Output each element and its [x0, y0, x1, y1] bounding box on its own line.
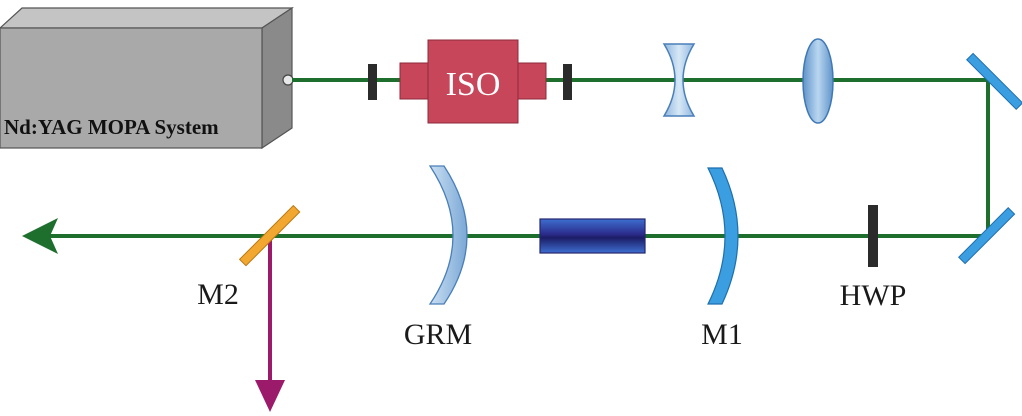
half-wave-plate	[868, 205, 878, 267]
m2-label: M2	[197, 278, 239, 311]
m1-label: M1	[701, 318, 743, 351]
isolator-left-cap	[399, 62, 431, 100]
isolator-right-cap	[515, 62, 547, 100]
convex-lens	[802, 38, 834, 124]
laser-source-box: Nd:YAG MOPA System	[0, 6, 294, 150]
output-beam-arrow-icon	[255, 380, 285, 412]
grm-label: GRM	[404, 318, 472, 351]
m1-curved-mirror	[707, 167, 739, 305]
laser-source-label: Nd:YAG MOPA System	[4, 115, 219, 139]
m2-mirror	[238, 204, 301, 267]
laser-aperture-icon	[282, 74, 294, 86]
laser-crystal	[539, 218, 646, 254]
hwp-label: HWP	[840, 279, 907, 312]
isolator-label: ISO	[446, 66, 501, 103]
isolator-assembly: ISO	[368, 39, 572, 124]
isolator-left-plate	[368, 64, 377, 100]
concave-lens	[662, 43, 696, 117]
laser-box-front	[0, 27, 263, 149]
isolator-body	[427, 39, 519, 124]
beam-output-arrow-icon	[22, 218, 58, 254]
grm-mirror	[428, 165, 468, 305]
reflected-output-beam	[255, 240, 285, 412]
fold-mirror-top	[966, 52, 1022, 110]
fold-mirror-bottom	[958, 207, 1016, 265]
isolator-right-plate	[563, 64, 572, 100]
laser-box-top	[0, 7, 294, 29]
